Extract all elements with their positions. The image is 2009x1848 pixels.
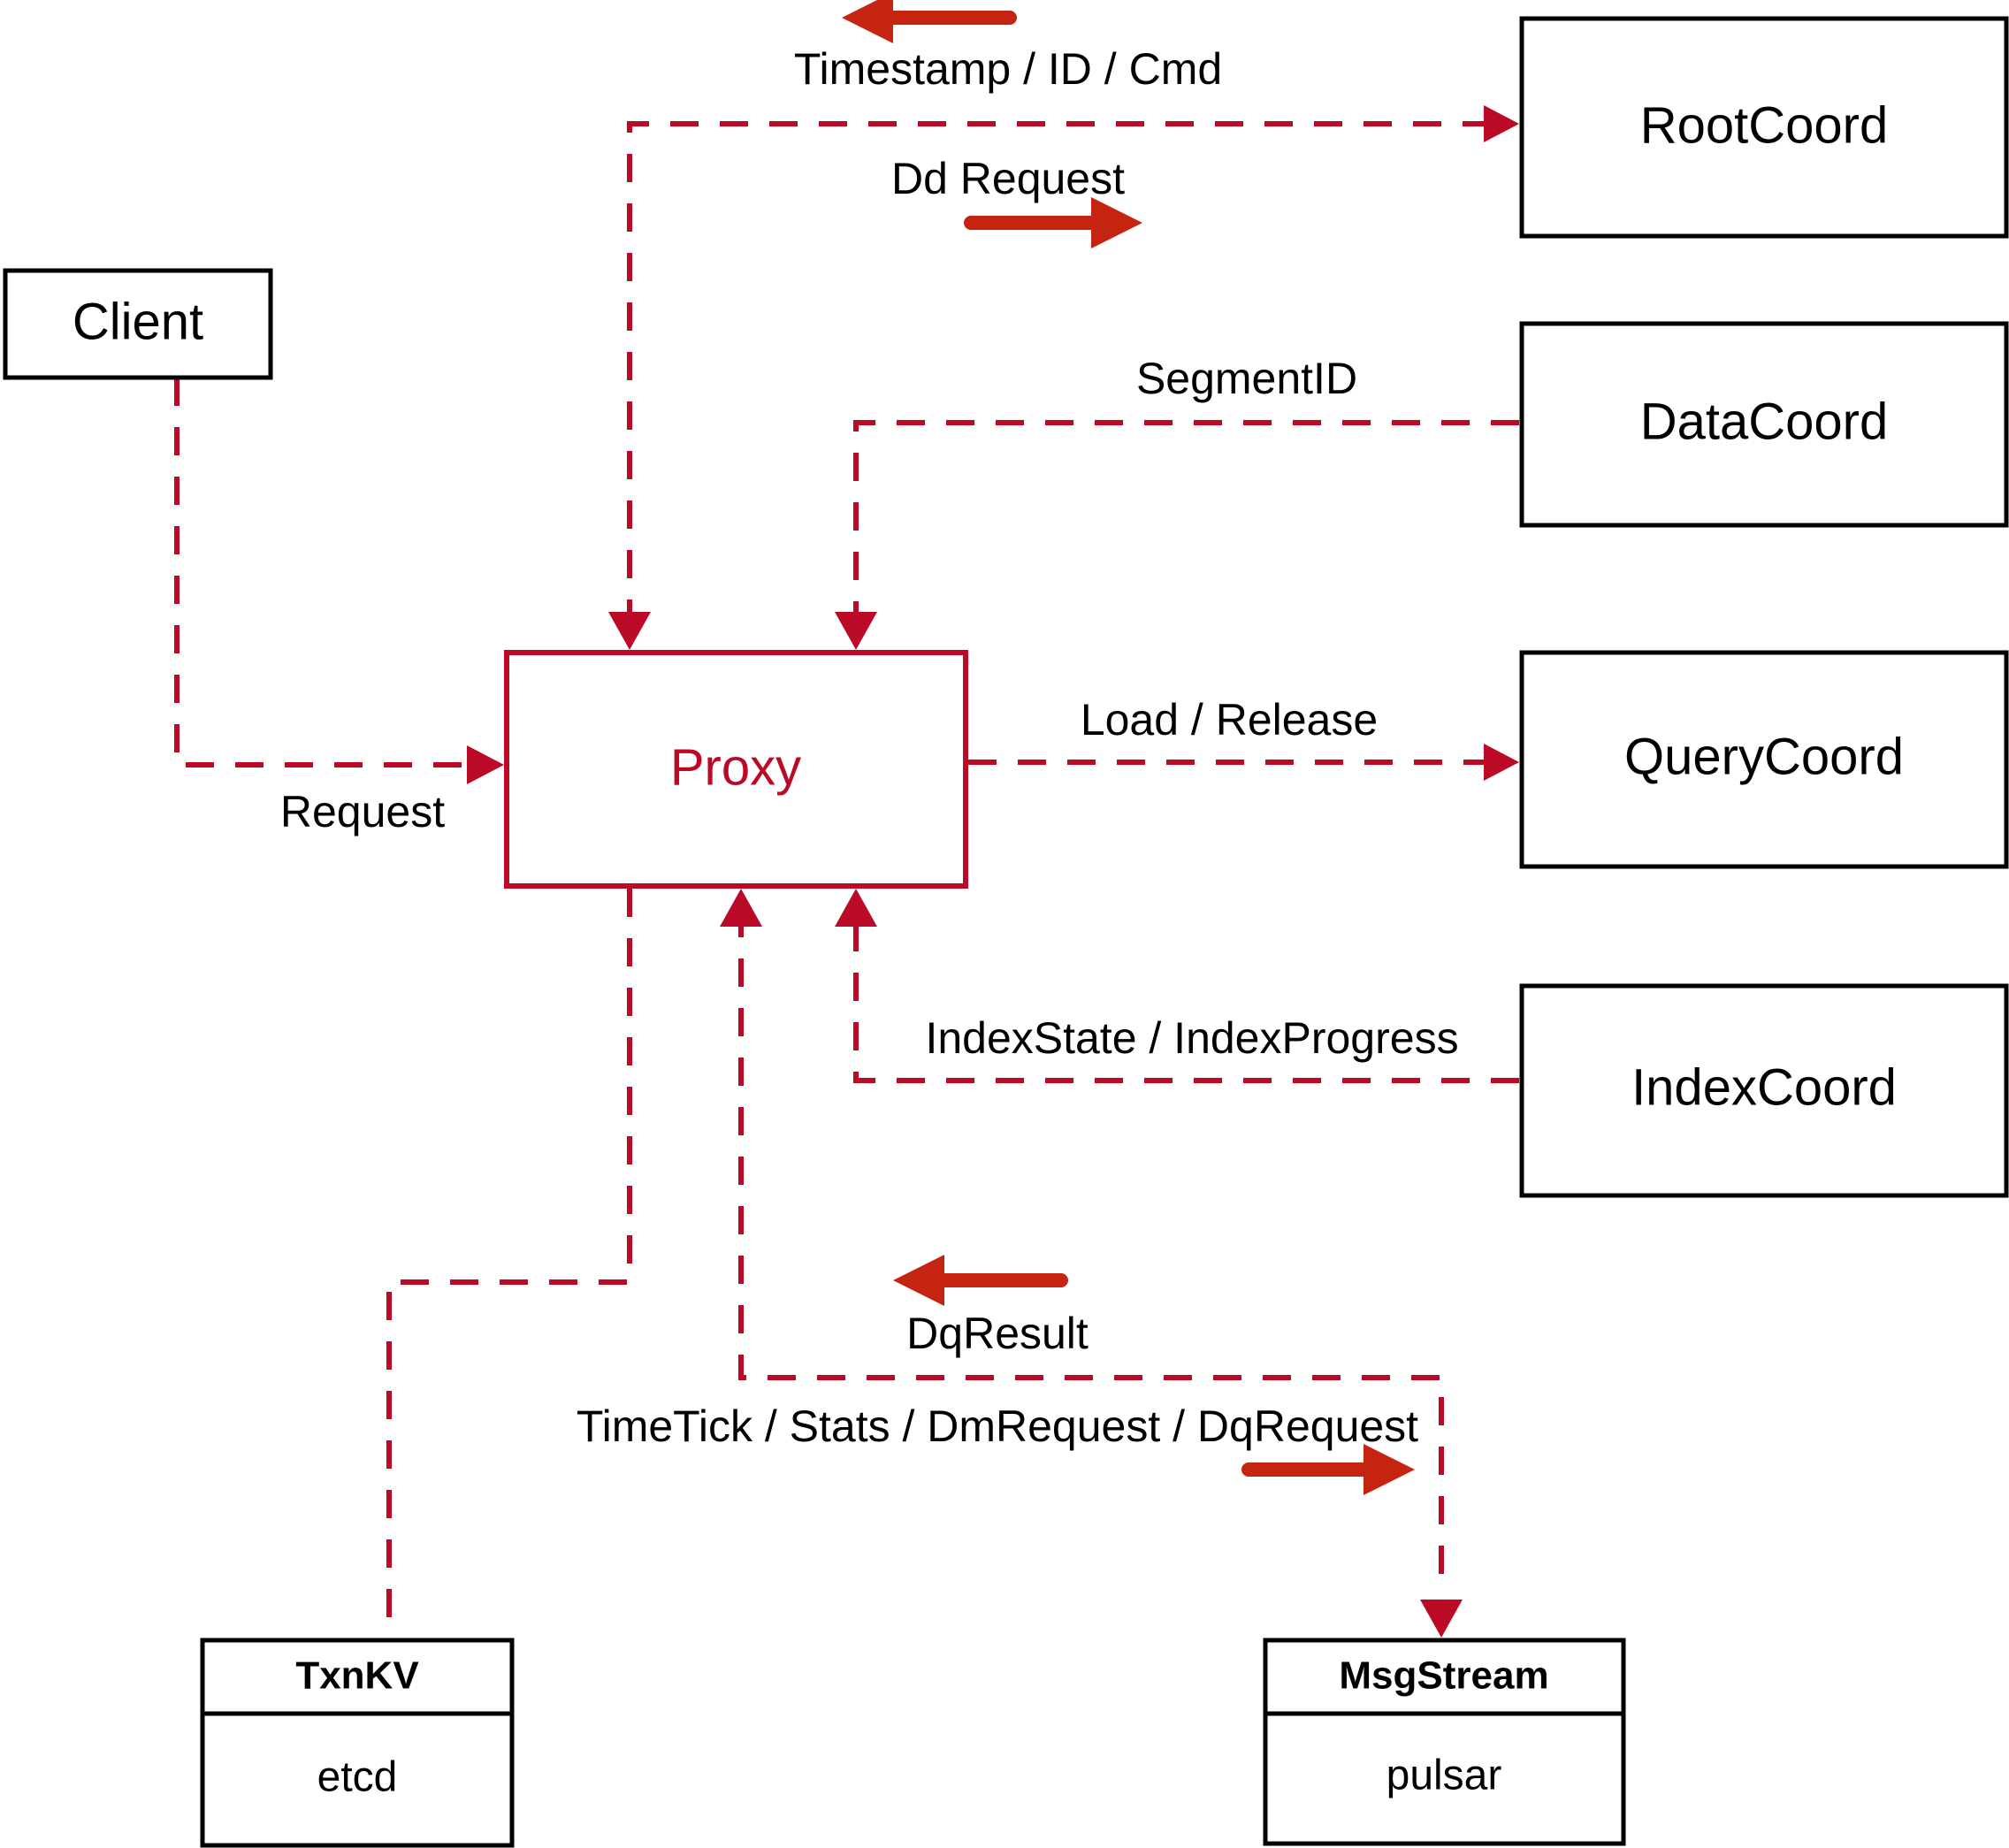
node-datacoord-label: DataCoord	[1640, 393, 1888, 450]
node-proxy-box[interactable]	[504, 650, 968, 889]
edge-datacoord-to-proxy	[835, 420, 1519, 650]
node-datacoord[interactable]: DataCoord	[1519, 321, 2009, 528]
edge-path-proxy-txnkv	[386, 889, 632, 1638]
arrowhead-proxy-top-right	[835, 612, 877, 650]
edge-proxy-to-querycoord	[968, 744, 1519, 781]
node-msgstream-sublabel: pulsar	[1386, 1753, 1502, 1799]
node-txnkv-box[interactable]	[200, 1638, 515, 1848]
arrowhead-querycoord	[1484, 744, 1519, 781]
dqrequest-flow-arrow-head	[1364, 1444, 1415, 1495]
edge-msgstream-to-proxy	[720, 889, 1463, 1638]
node-msgstream[interactable]: MsgStream pulsar	[1263, 1638, 1626, 1846]
timestamp-flow-arrow-head	[842, 0, 893, 43]
edge-indexcoord-to-proxy	[835, 889, 1519, 1083]
node-rootcoord-label: RootCoord	[1640, 96, 1888, 154]
node-rootcoord[interactable]: RootCoord	[1519, 16, 2009, 239]
node-txnkv-sublabel: etcd	[317, 1754, 398, 1801]
edge-proxy-to-rootcoord	[608, 105, 1519, 650]
timestamp-flow-arrow	[842, 0, 1017, 43]
dd-request-flow-arrow-head	[1091, 197, 1142, 248]
node-client-box[interactable]	[3, 268, 273, 380]
node-rootcoord-box[interactable]	[1519, 16, 2009, 239]
node-datacoord-box[interactable]	[1519, 321, 2009, 528]
node-querycoord-label: QueryCoord	[1624, 728, 1904, 785]
edge-proxy-to-txnkv	[386, 889, 632, 1638]
node-querycoord-box[interactable]	[1519, 650, 2009, 869]
edge-label-index-state-progress: IndexState / IndexProgress	[925, 1013, 1458, 1063]
node-msgstream-label: MsgStream	[1339, 1654, 1548, 1698]
edge-label-segment-id: SegmentID	[1136, 354, 1357, 403]
edge-path-indexcoord-proxy	[853, 911, 1519, 1083]
edge-path-proxy-rootcoord	[627, 121, 1503, 628]
arrowhead-msgstream-top	[1420, 1600, 1463, 1638]
dqrequest-flow-arrow	[1241, 1444, 1415, 1495]
arrowhead-rootcoord	[1484, 105, 1519, 142]
edge-label-timetick-stats: TimeTick / Stats / DmRequest / DqRequest	[577, 1401, 1418, 1451]
node-client-label: Client	[73, 293, 203, 350]
arrowhead-proxy-bottom-right	[835, 889, 877, 927]
dqresult-flow-arrow	[893, 1255, 1068, 1306]
node-txnkv-label: TxnKV	[295, 1654, 419, 1698]
edge-path-client-proxy	[174, 378, 485, 767]
edge-label-load-release: Load / Release	[1081, 695, 1378, 745]
dd-request-flow-arrow	[964, 197, 1142, 248]
edge-path-msgstream-proxy	[738, 911, 1444, 1574]
arrowhead-proxy-top-left	[608, 612, 651, 650]
node-proxy-label: Proxy	[670, 738, 801, 796]
node-proxy[interactable]: Proxy	[504, 650, 968, 889]
dqresult-flow-arrow-head	[893, 1255, 944, 1306]
node-indexcoord-box[interactable]	[1519, 983, 2009, 1198]
node-querycoord[interactable]: QueryCoord	[1519, 650, 2009, 869]
node-txnkv[interactable]: TxnKV etcd	[200, 1638, 515, 1848]
edge-label-dd-request: Dd Request	[891, 154, 1125, 203]
edge-client-to-proxy	[174, 378, 504, 784]
node-msgstream-box[interactable]	[1263, 1638, 1626, 1846]
node-indexcoord[interactable]: IndexCoord	[1519, 983, 2009, 1198]
edge-label-timestamp-id-cmd: Timestamp / ID / Cmd	[794, 44, 1222, 94]
arrowhead-proxy-left	[467, 745, 504, 784]
edge-path-datacoord-proxy	[853, 420, 1519, 628]
node-client[interactable]: Client	[3, 268, 273, 380]
node-indexcoord-label: IndexCoord	[1631, 1058, 1897, 1116]
arrowhead-proxy-bottom-mid	[720, 889, 762, 927]
edge-label-dq-result: DqResult	[906, 1309, 1089, 1358]
edge-label-request: Request	[280, 787, 445, 836]
